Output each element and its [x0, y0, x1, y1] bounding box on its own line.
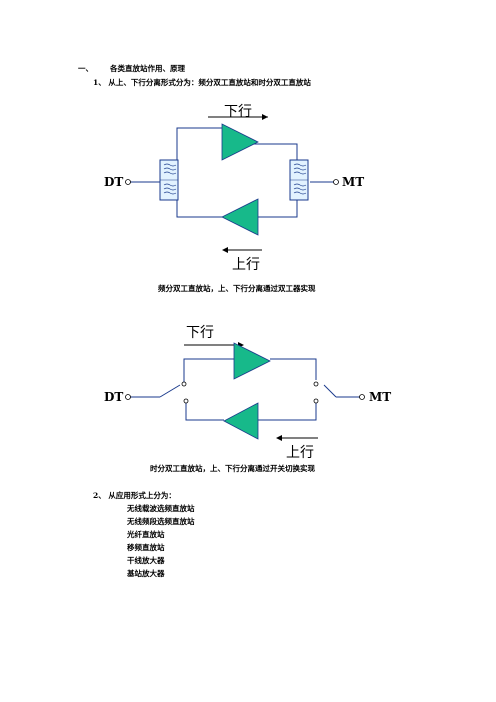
- tdd-mt-label: MT: [369, 390, 392, 404]
- tdd-downlink-label: 下行: [186, 325, 214, 341]
- list-item: 干线放大器: [127, 556, 165, 565]
- right-duplexer: [289, 159, 309, 201]
- fdd-dt-label: DT: [104, 175, 124, 189]
- list-item: 无线频段选频直放站: [127, 517, 195, 526]
- item2-heading: 2、 从应用形式上分为：: [93, 491, 176, 500]
- tdd-caption: 时分双工直放站，上、下行分离通过开关切换实现: [150, 464, 315, 473]
- dt-port-terminal: [125, 179, 131, 185]
- tdd-dt-label: DT: [104, 390, 124, 404]
- dt-port-terminal-2: [125, 394, 131, 400]
- switch-contacts: [181, 381, 319, 404]
- tdd-wires: [130, 358, 360, 421]
- list-item: 移频直放站: [127, 543, 165, 552]
- list-item: 基站放大器: [127, 569, 165, 578]
- fdd-downlink-label: 下行: [224, 104, 252, 120]
- section-title: 各类直放站作用、原理: [110, 64, 185, 73]
- tdd-uplink-label: 上行: [286, 445, 314, 461]
- item1-text: 1、 从上、下行分离形式分为：频分双工直放站和时分双工直放站: [93, 78, 311, 87]
- uplink-amplifier: [221, 198, 259, 236]
- fdd-caption: 频分双工直放站，上、下行分离通过双工器实现: [158, 284, 316, 293]
- list-item: 无线载波选频直放站: [127, 504, 195, 513]
- mt-port-terminal: [333, 179, 339, 185]
- section-number: 一、: [78, 64, 93, 73]
- list-item: 光纤直放站: [127, 530, 165, 539]
- left-duplexer: [159, 159, 179, 201]
- uplink-amplifier-2: [223, 402, 259, 440]
- downlink-amplifier-2: [233, 342, 271, 380]
- mt-port-terminal-2: [359, 394, 365, 400]
- downlink-amplifier: [221, 123, 259, 161]
- fdd-mt-label: MT: [342, 175, 365, 189]
- fdd-uplink-label: 上行: [232, 257, 260, 273]
